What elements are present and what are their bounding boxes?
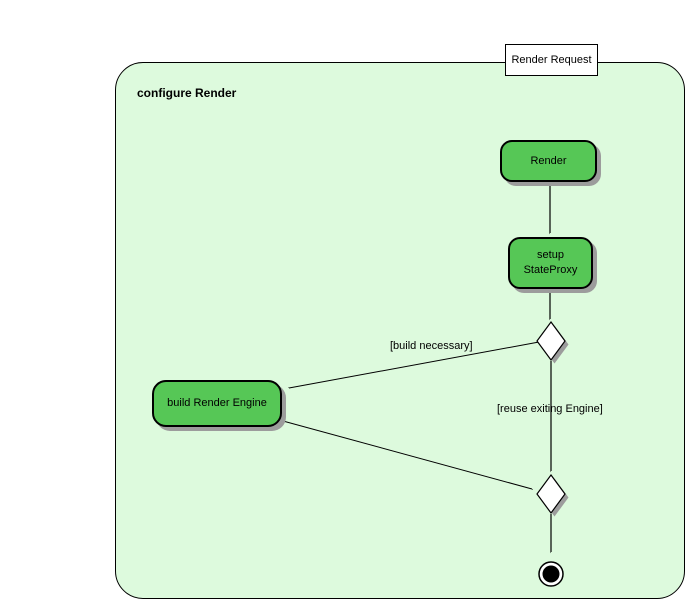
action-setup-label-line2: StateProxy [523,264,578,276]
action-build-render-engine: build Render Engine [152,380,282,427]
action-render-label: Render [530,154,567,167]
arrow-build-to-merge [282,420,532,489]
guard-build-necessary: [build necessary] [390,340,473,352]
action-build-label: build Render Engine [167,397,267,409]
trigger-label: Render Request [511,54,592,66]
final-node-core-icon [542,565,560,583]
arrow-decision-to-build [289,341,540,388]
trigger-node: Render Request [505,44,598,76]
action-render: Render [500,140,597,182]
partition-title: configure Render [137,86,237,100]
decision-diamond-icon [536,320,566,362]
guard-reuse-existing: [reuse exiting Engine] [497,403,603,415]
action-setup-stateproxy: setup StateProxy [508,237,593,289]
merge-diamond-icon [536,473,566,515]
action-setup-label-line1: setup [537,249,564,261]
